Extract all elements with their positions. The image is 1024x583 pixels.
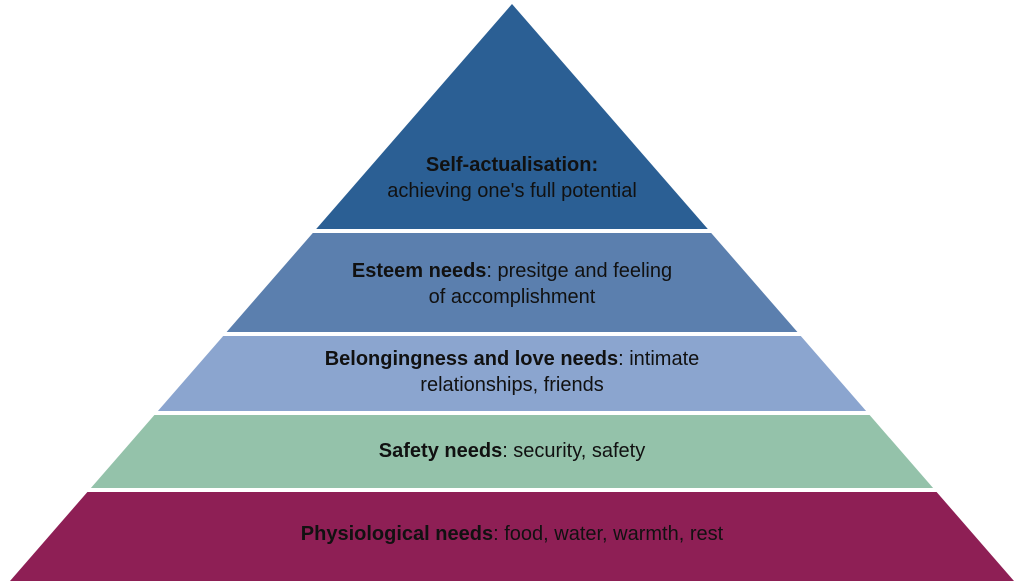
level-description-line2: achieving one's full potential	[387, 180, 637, 202]
level-description-line2: relationships, friends	[420, 374, 604, 396]
level-description-line2: of accomplishment	[428, 286, 596, 308]
level-title: Belongingness and love needs	[324, 348, 619, 370]
level-title: Self-actualisation:	[425, 154, 599, 176]
tier-safety	[90, 415, 934, 488]
level-title: Safety needs	[378, 440, 503, 462]
level-title: Physiological needs	[300, 523, 494, 545]
level-description: : security, safety	[502, 440, 646, 462]
label-physiological: Physiological needs: food, water, warmth…	[162, 521, 862, 547]
label-belonging: Belongingness and love needs: intimate r…	[212, 346, 812, 398]
level-description: : intimate	[618, 348, 700, 370]
level-title: Esteem needs	[351, 260, 487, 282]
tier-physiological	[10, 492, 1014, 581]
tier-self-actualisation	[316, 4, 708, 229]
label-safety: Safety needs: security, safety	[212, 438, 812, 464]
level-description: : presitge and feeling	[486, 260, 673, 282]
level-description: : food, water, warmth, rest	[493, 523, 724, 545]
tier-belonging	[157, 336, 867, 411]
label-self-actualisation: Self-actualisation: achieving one's full…	[312, 152, 712, 204]
label-esteem: Esteem needs: presitge and feeling of ac…	[262, 258, 762, 310]
tier-esteem	[226, 233, 798, 332]
